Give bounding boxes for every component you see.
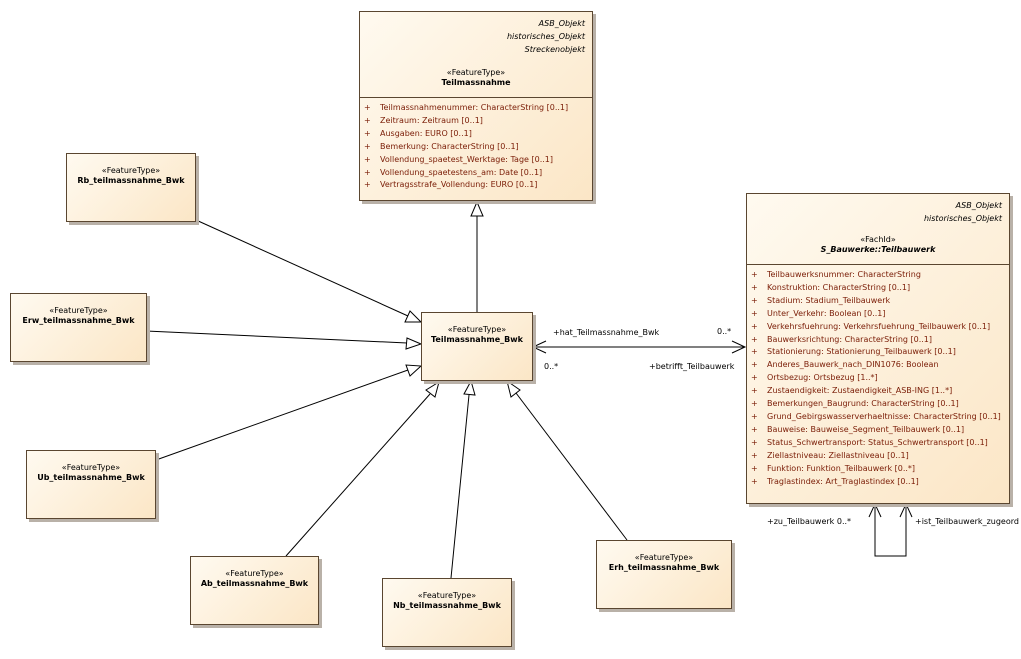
- role-betrifft-teilbauwerk: +betrifft_Teilbauwerk: [649, 362, 735, 371]
- class-name: Ab_teilmassnahme_Bwk: [200, 579, 309, 588]
- class-teilbauwerk[interactable]: ASB_Objekt historisches_Objekt «FachId» …: [746, 193, 1010, 504]
- attribute[interactable]: +Vollendung_spaetestens_am: Date [0..1]: [364, 167, 543, 177]
- multiplicity-betrifft: 0..*: [544, 362, 559, 371]
- attribute[interactable]: +Bemerkung: CharacterString [0..1]: [364, 141, 519, 151]
- tagged-values: ASB_Objekt historisches_Objekt: [747, 194, 1009, 229]
- class-header: «FeatureType» Nb_teilmassnahme_Bwk: [383, 579, 511, 610]
- generalization-ab-arrowhead: [425, 380, 440, 398]
- tag: ASB_Objekt: [538, 19, 585, 28]
- generalization-erw-arrowhead: [405, 337, 423, 350]
- class-header: «FeatureType» Erw_teilmassnahme_Bwk: [11, 294, 146, 325]
- class-name: Teilmassnahme_Bwk: [431, 335, 523, 344]
- attribute[interactable]: +Teilmassnahmenummer: CharacterString [0…: [364, 103, 569, 112]
- class-header: «FachId» S_Bauwerke::Teilbauwerk: [747, 229, 1009, 264]
- attribute[interactable]: +Traglastindex: Art_Traglastindex [0..1]: [751, 476, 919, 486]
- attribute[interactable]: +Anderes_Bauwerk_nach_DIN1076: Boolean: [751, 360, 939, 370]
- generalization-rb-arrowhead: [404, 310, 423, 323]
- class-ub-teilmassnahme-bwk[interactable]: «FeatureType» Ub_teilmassnahme_Bwk: [26, 450, 156, 519]
- class-name: Erw_teilmassnahme_Bwk: [22, 316, 135, 325]
- class-name: Teilmassnahme: [441, 78, 511, 87]
- attribute[interactable]: +Ausgaben: EURO [0..1]: [364, 128, 472, 138]
- attribute[interactable]: +Zustaendigkeit: Zustaendigkeit_ASB-ING …: [751, 386, 953, 396]
- self-association-arrow-right: [899, 502, 913, 518]
- attribute[interactable]: +Bauweise: Bauweise_Segment_Teilbauwerk …: [751, 424, 965, 434]
- attribute[interactable]: +Status_Schwertransport: Status_Schwertr…: [751, 437, 988, 447]
- generalization-ub: [155, 369, 409, 461]
- attribute[interactable]: +Teilbauwerksnummer: CharacterString: [751, 270, 921, 279]
- generalization-nb: [450, 394, 470, 579]
- generalization-ub-arrowhead: [405, 364, 423, 377]
- class-header: «FeatureType» Erh_teilmassnahme_Bwk: [597, 541, 731, 572]
- class-name: S_Bauwerke::Teilbauwerk: [820, 245, 936, 254]
- stereotype: «FachId»: [860, 235, 896, 244]
- class-header: «FeatureType» Teilmassnahme: [360, 62, 592, 97]
- generalization-erw: [145, 330, 408, 344]
- generalization-nb-arrowhead: [463, 379, 476, 396]
- class-name: Rb_teilmassnahme_Bwk: [77, 176, 185, 185]
- attribute[interactable]: +Stadium: Stadium_Teilbauwerk: [751, 295, 891, 305]
- class-name: Nb_teilmassnahme_Bwk: [393, 601, 501, 610]
- attribute[interactable]: +Vertragsstrafe_Vollendung: EURO [0..1]: [364, 180, 538, 190]
- self-association-arrow-left: [868, 502, 882, 518]
- attribute[interactable]: +Vollendung_spaetest_Werktage: Tage [0..…: [364, 154, 553, 164]
- generalization-rb: [195, 219, 409, 317]
- attribute-list: +Teilbauwerksnummer: CharacterString +Ko…: [747, 265, 1009, 488]
- class-name: Ub_teilmassnahme_Bwk: [37, 473, 145, 482]
- stereotype: «FeatureType»: [61, 463, 121, 472]
- association-arrow-left: [531, 340, 547, 354]
- class-nb-teilmassnahme-bwk[interactable]: «FeatureType» Nb_teilmassnahme_Bwk: [382, 578, 512, 647]
- role-ist-teilbauwerk-zugeord: +ist_Teilbauwerk_zugeord: [915, 517, 1019, 526]
- tag: ASB_Objekt: [955, 201, 1002, 210]
- generalization-erh-arrowhead: [506, 379, 521, 398]
- attribute[interactable]: +Ortsbezug: Ortsbezug [1..*]: [751, 373, 878, 383]
- attribute[interactable]: +Konstruktion: CharacterString [0..1]: [751, 282, 911, 292]
- compartment-separator: [360, 97, 592, 98]
- attribute[interactable]: +Zeitraum: Zeitraum [0..1]: [364, 115, 483, 125]
- attribute[interactable]: +Bauwerksrichtung: CharacterString [0..1…: [751, 334, 933, 344]
- tag: historisches_Objekt: [923, 214, 1002, 223]
- attribute[interactable]: +Stationierung: Stationierung_Teilbauwer…: [751, 347, 956, 357]
- class-rb-teilmassnahme-bwk[interactable]: «FeatureType» Rb_teilmassnahme_Bwk: [66, 153, 196, 222]
- stereotype: «FeatureType»: [225, 569, 284, 578]
- tag: Streckenobjekt: [524, 45, 585, 54]
- class-header: «FeatureType» Teilmassnahme_Bwk: [422, 313, 532, 344]
- attribute[interactable]: +Grund_Gebirgswasserverhaeltnisse: Chara…: [751, 411, 1001, 421]
- class-erw-teilmassnahme-bwk[interactable]: «FeatureType» Erw_teilmassnahme_Bwk: [10, 293, 147, 362]
- class-header: «FeatureType» Ab_teilmassnahme_Bwk: [191, 557, 318, 588]
- class-ab-teilmassnahme-bwk[interactable]: «FeatureType» Ab_teilmassnahme_Bwk: [190, 556, 319, 625]
- attribute[interactable]: +Unter_Verkehr: Boolean [0..1]: [751, 308, 886, 318]
- generalization-arrowhead: [470, 200, 484, 217]
- attribute[interactable]: +Bemerkungen_Baugrund: CharacterString […: [751, 399, 959, 409]
- attribute[interactable]: +Ziellastniveau: Ziellastniveau [0..1]: [751, 450, 909, 460]
- role-zu-teilbauwerk: +zu_Teilbauwerk 0..*: [767, 517, 852, 526]
- multiplicity-hat: 0..*: [717, 327, 732, 336]
- stereotype: «FeatureType»: [49, 306, 108, 315]
- tag: historisches_Objekt: [506, 32, 585, 41]
- role-hat-teilmassnahme-bwk: +hat_Teilmassnahme_Bwk: [553, 328, 660, 337]
- self-association-line: [874, 504, 907, 557]
- class-header: «FeatureType» Rb_teilmassnahme_Bwk: [67, 154, 195, 185]
- stereotype: «FeatureType»: [101, 166, 161, 175]
- attribute-list: +Teilmassnahmenummer: CharacterString [0…: [360, 98, 592, 192]
- stereotype: «FeatureType»: [446, 68, 506, 77]
- class-name: Erh_teilmassnahme_Bwk: [608, 563, 720, 572]
- class-header: «FeatureType» Ub_teilmassnahme_Bwk: [27, 451, 155, 482]
- stereotype: «FeatureType»: [634, 553, 694, 562]
- tagged-values: ASB_Objekt historisches_Objekt Streckeno…: [360, 12, 592, 62]
- class-teilmassnahme[interactable]: ASB_Objekt historisches_Objekt Streckeno…: [359, 11, 593, 201]
- stereotype: «FeatureType»: [417, 591, 477, 600]
- attribute[interactable]: +Funktion: Funktion_Teilbauwerk [0..*]: [751, 463, 916, 473]
- attribute[interactable]: +Verkehrsfuehrung: Verkehrsfuehrung_Teil…: [751, 321, 991, 331]
- class-erh-teilmassnahme-bwk[interactable]: «FeatureType» Erh_teilmassnahme_Bwk: [596, 540, 732, 609]
- compartment-separator: [747, 264, 1009, 265]
- generalization-ab: [285, 393, 431, 557]
- generalization-erh: [515, 392, 628, 541]
- association-arrow-right: [731, 340, 747, 354]
- stereotype: «FeatureType»: [447, 325, 507, 334]
- class-teilmassnahme-bwk[interactable]: «FeatureType» Teilmassnahme_Bwk: [421, 312, 533, 381]
